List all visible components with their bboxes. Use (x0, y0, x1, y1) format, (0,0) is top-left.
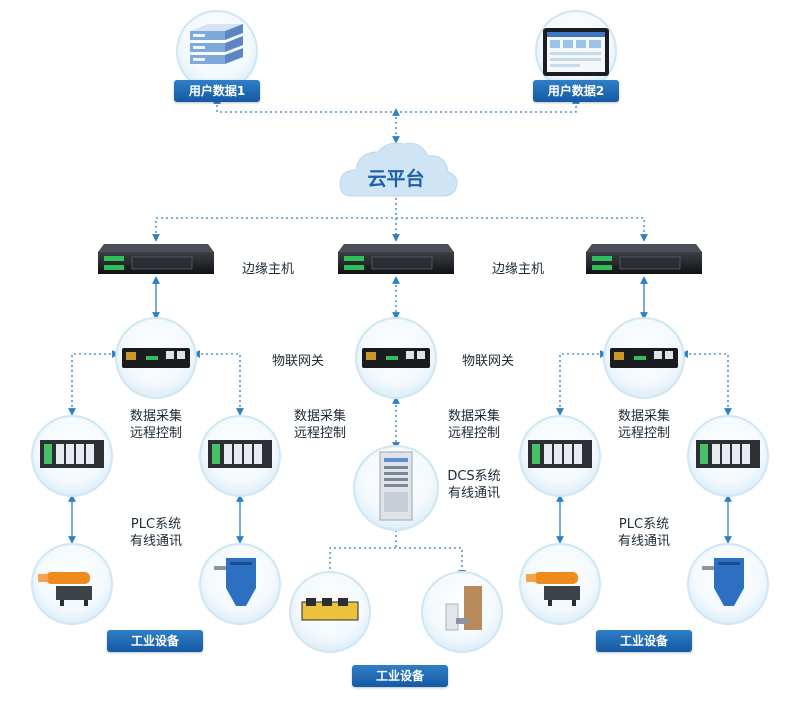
user-data-2-badge: 用户数据2 (533, 80, 619, 102)
equipment-fog-cannon-right (519, 543, 601, 625)
user-data-1-node (176, 10, 258, 92)
connector-dcs-equipment (329, 530, 462, 574)
connector-right-gateway-plc-left (556, 350, 608, 416)
plc-system-label-left: PLC系统 有线通讯 (129, 517, 182, 549)
equipment-fog-cannon-left (31, 543, 113, 625)
data-acquisition-label-4: 数据采集 远程控制 (617, 409, 670, 441)
edge-host-label-right: 边缘主机 (491, 262, 544, 277)
dust-collector-icon (214, 558, 256, 606)
edge-host-left (98, 244, 214, 274)
industrial-equipment-badge-center: 工业设备 (352, 665, 448, 687)
edge-host-center (338, 244, 454, 274)
connectors (68, 96, 732, 574)
connector-user-data-bus (213, 96, 580, 113)
cloud-platform-node: 云平台 (339, 142, 458, 197)
user-data-2-node (535, 10, 617, 92)
equipment-dust-collector-right (687, 543, 769, 625)
gateway-icon (610, 348, 678, 368)
cloud-label: 云平台 (367, 167, 424, 190)
cabinet-icon (379, 451, 413, 521)
connector-right-gateway-plc-right (680, 350, 732, 416)
plc-node-3 (519, 415, 601, 497)
plc-icon (208, 440, 272, 468)
fog-cannon-icon (526, 572, 580, 606)
cloud-icon (339, 142, 458, 197)
plc-node-2 (199, 415, 281, 497)
data-acquisition-label-2: 数据采集 远程控制 (293, 409, 346, 441)
iot-gateway-label-left: 物联网关 (271, 354, 324, 369)
connector-left-gateway-plc-right (192, 350, 244, 416)
connector-cloud-to-edge-bus (152, 217, 648, 242)
iot-gateway-center (355, 317, 437, 399)
monitor-icon (543, 28, 609, 76)
plc-icon (696, 440, 760, 468)
dust-collector-icon (702, 558, 744, 606)
dcs-system-label: DCS系统 有线通讯 (447, 469, 501, 501)
iot-gateway-left (115, 317, 197, 399)
fog-cannon-icon (38, 572, 92, 606)
plc-icon (40, 440, 104, 468)
plc-node-1 (31, 415, 113, 497)
server-icon (190, 24, 243, 64)
equipment-dust-collector-left (199, 543, 281, 625)
industrial-equipment-badge-left: 工业设备 (107, 630, 203, 652)
data-acquisition-label-1: 数据采集 远程控制 (129, 409, 182, 441)
connector-left-gateway-plc-left (68, 350, 120, 416)
edge-host-right (586, 244, 702, 274)
gateway-icon (362, 348, 430, 368)
equipment-engine-center-left (289, 571, 371, 653)
plc-icon (528, 440, 592, 468)
equipment-tower-center-right (421, 571, 503, 653)
iot-gateway-right (603, 317, 685, 399)
user-data-1-badge: 用户数据1 (174, 80, 260, 102)
tower-icon (445, 586, 482, 631)
industrial-equipment-badge-right: 工业设备 (596, 630, 692, 652)
iot-gateway-label-right: 物联网关 (461, 354, 514, 369)
data-acquisition-label-3: 数据采集 远程控制 (447, 409, 500, 441)
engine-icon (301, 598, 359, 621)
dcs-cabinet-node (353, 445, 439, 531)
edge-host-label-left: 边缘主机 (241, 262, 294, 277)
plc-node-4 (687, 415, 769, 497)
gateway-icon (122, 348, 190, 368)
plc-system-label-right: PLC系统 有线通讯 (617, 517, 670, 549)
